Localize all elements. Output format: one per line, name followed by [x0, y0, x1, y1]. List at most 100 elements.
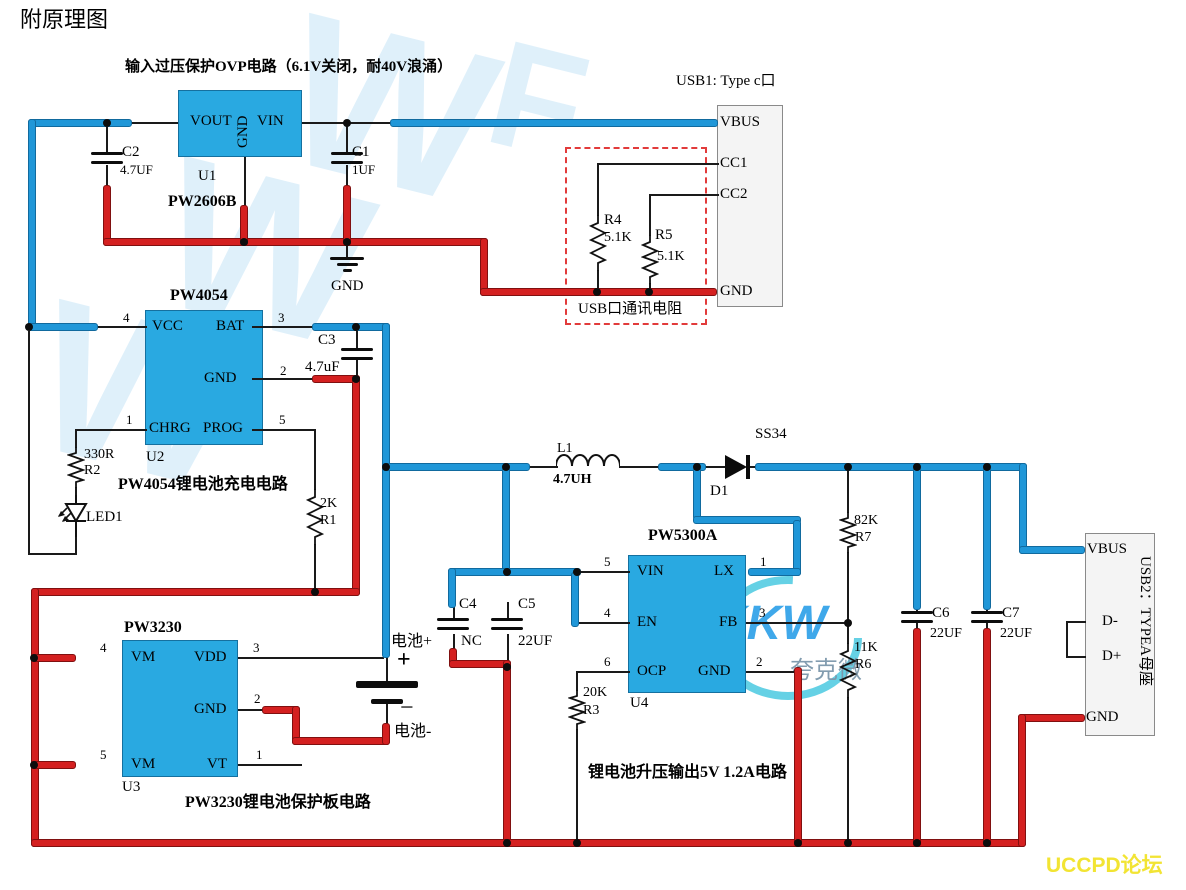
- capacitor-c5: [491, 618, 523, 621]
- text-label: 2: [280, 363, 287, 378]
- pin-usb2-vbus: VBUS: [1087, 541, 1128, 557]
- junction-dot: [30, 654, 38, 662]
- text-label: 3: [759, 605, 766, 620]
- wire-blue: [28, 119, 132, 127]
- ref-u3: U3: [122, 779, 141, 795]
- text-label: 3: [253, 640, 260, 655]
- ground-symbol: [343, 269, 352, 272]
- wire-blue: [693, 467, 701, 520]
- wire-black: [847, 552, 849, 624]
- pin-u4-gnd: GND: [698, 663, 731, 679]
- pin-u3-vm1: VM: [131, 649, 156, 665]
- text-label: 1: [256, 747, 263, 762]
- pin-usb2-dminus: D-: [1102, 613, 1118, 629]
- wire-blue: [1019, 546, 1085, 554]
- wire-black: [453, 606, 455, 619]
- pin-usb2-gnd: GND: [1086, 709, 1119, 725]
- junction-dot: [844, 619, 852, 627]
- pin-u2-chrg: CHRG: [149, 420, 191, 436]
- pin-u4-en: EN: [637, 614, 657, 630]
- wire-red: [1018, 714, 1026, 847]
- wire-black: [577, 571, 630, 573]
- wire-black: [847, 697, 849, 841]
- wire-black: [252, 429, 316, 431]
- wire-black: [530, 466, 558, 468]
- wire-black: [386, 703, 388, 724]
- resistor-r6: [838, 643, 858, 703]
- pin-usb1-gnd: GND: [720, 283, 753, 299]
- text-label: 1: [760, 554, 767, 569]
- wire-red: [352, 375, 360, 596]
- junction-dot: [573, 568, 581, 576]
- page-title: 附原理图: [20, 7, 109, 32]
- led-led1: [56, 495, 98, 544]
- wire-blue: [983, 467, 991, 610]
- text-label: 4.7uF: [305, 359, 340, 375]
- wire-black: [356, 360, 358, 379]
- label-battery-plus: 电池+: [391, 633, 433, 650]
- label-usb1-title: USB1: Type c口: [676, 73, 776, 89]
- junction-dot: [913, 463, 921, 471]
- junction-dot: [30, 761, 38, 769]
- ref-u4: U4: [630, 695, 649, 711]
- pin-u4-vin: VIN: [637, 563, 664, 579]
- wire-black: [507, 602, 509, 619]
- wire-red: [1018, 714, 1085, 722]
- wire-black: [238, 657, 384, 659]
- capacitor-c3: [341, 348, 373, 351]
- wire-black: [1066, 621, 1068, 658]
- pin-u3-vdd: VDD: [194, 649, 227, 665]
- junction-dot: [382, 463, 390, 471]
- pin-u4-ocp: OCP: [637, 663, 667, 679]
- wire-black: [576, 671, 578, 691]
- text-label: 2: [254, 691, 261, 706]
- wire-blue: [28, 119, 36, 331]
- wire-black: [597, 163, 719, 165]
- resistor-r4: [588, 215, 608, 276]
- wire-blue: [382, 323, 390, 658]
- part-u4: PW5300A: [648, 527, 718, 544]
- wire-black: [847, 467, 849, 513]
- wire-black: [106, 165, 108, 187]
- part-u1: PW2606B: [168, 193, 237, 210]
- label-gnd-symbol: GND: [331, 278, 364, 294]
- wire-black: [238, 764, 302, 766]
- junction-dot: [503, 663, 511, 671]
- text-label: 2: [756, 654, 763, 669]
- pin-u2-vcc: VCC: [152, 318, 183, 334]
- wire-blue: [1019, 463, 1027, 554]
- text-label: 5.1K: [657, 249, 685, 264]
- text-label: C6: [932, 605, 950, 621]
- wire-black: [75, 429, 77, 448]
- junction-dot: [645, 288, 653, 296]
- wire-blue: [390, 119, 718, 127]
- pin-u4-fb: FB: [719, 614, 738, 630]
- text-label: C1: [352, 144, 370, 160]
- junction-dot: [311, 588, 319, 596]
- wire-black: [346, 244, 348, 258]
- wire-black: [507, 634, 509, 662]
- resistor-r5: [640, 235, 660, 289]
- wire-black: [746, 622, 850, 624]
- junction-dot: [983, 463, 991, 471]
- text-label: 1UF: [352, 162, 376, 177]
- text-label: +: [397, 647, 411, 673]
- wire-black: [252, 378, 316, 380]
- wire-blue: [693, 516, 801, 524]
- wire-black: [597, 163, 599, 216]
- wire-black: [244, 157, 246, 209]
- wire-black: [649, 194, 651, 236]
- wire-blue: [312, 323, 390, 331]
- resistor-r3: [567, 690, 587, 735]
- label-l1: L1: [557, 441, 573, 456]
- wire-black: [577, 671, 630, 673]
- wire-black: [314, 544, 316, 590]
- inductor-l1: [555, 452, 621, 473]
- wire-red: [103, 238, 488, 246]
- chip-u2-pw4054: [145, 310, 263, 445]
- junction-dot: [983, 839, 991, 847]
- wire-black: [28, 331, 30, 555]
- junction-dot: [794, 839, 802, 847]
- connector-usb2-typea: [1085, 533, 1155, 736]
